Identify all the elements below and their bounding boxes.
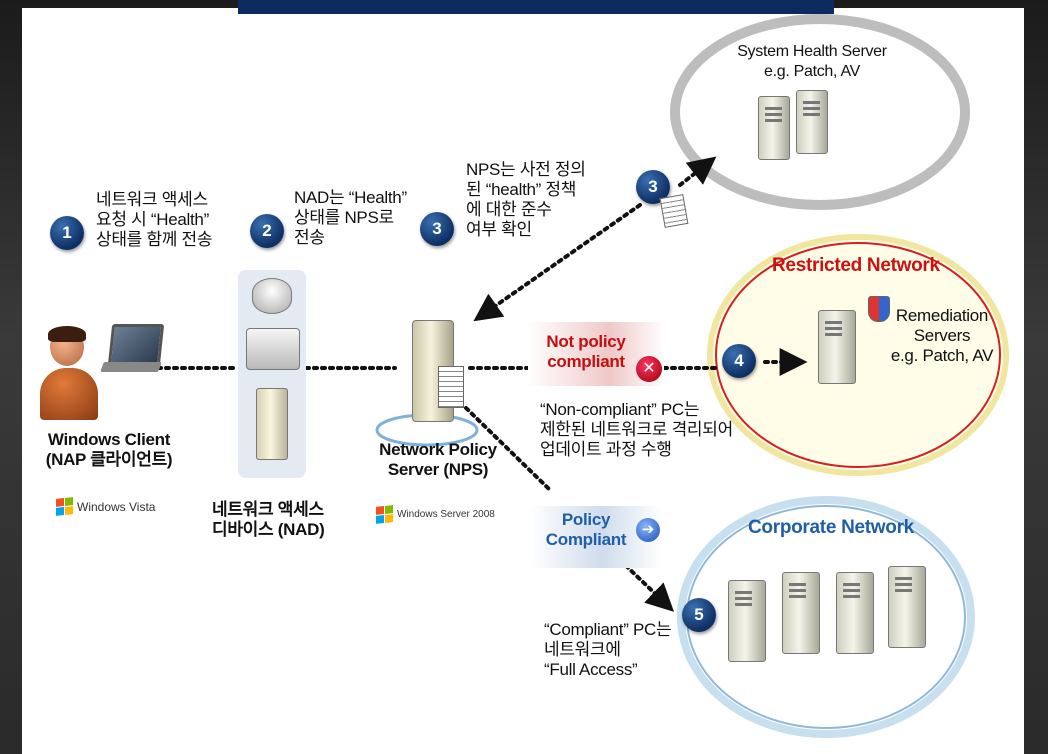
not-compliant-note: “Non-compliant” PC는 제한된 네트워크로 격리되어 업데이트 …: [540, 400, 733, 459]
windows-server-logo: Windows Server 2008: [376, 505, 495, 524]
windows-vista-logo-text: Windows Vista: [77, 499, 156, 514]
step-1-badge: 1: [50, 216, 84, 250]
step-2-text: NAD는 “Health” 상태를 NPS로 전송: [294, 188, 407, 247]
step-1-text: 네트워크 액세스 요청 시 “Health” 상태를 함께 전송: [96, 190, 213, 249]
compliant-note: “Compliant” PC는 네트워크에 “Full Access”: [544, 620, 672, 679]
step-2-badge: 2: [250, 214, 284, 248]
shield-icon: [868, 296, 890, 322]
corporate-server-icon-1: [728, 580, 766, 662]
remediation-label: Remediation Servers e.g. Patch, AV: [890, 306, 994, 365]
policy-document-icon: [659, 194, 689, 228]
step-3-text: NPS는 사전 정의 된 “health” 정책 에 대한 준수 여부 확인: [466, 160, 586, 239]
health-server-label: System Health Server e.g. Patch, AV: [737, 43, 887, 80]
nad-device-icon: [238, 270, 306, 478]
client-label: Windows Client (NAP 클라이언트): [45, 430, 173, 469]
corporate-network-title: Corporate Network: [748, 517, 914, 538]
corporate-server-icon-2: [782, 572, 820, 654]
reject-x-icon: ✕: [636, 356, 662, 382]
restricted-network-title: Restricted Network: [772, 255, 940, 276]
windows-server-logo-text: Windows Server 2008: [397, 509, 495, 520]
step-5-badge: 5: [682, 598, 716, 632]
corporate-server-icon-3: [836, 572, 874, 654]
corporate-server-icon-4: [888, 566, 926, 648]
arrow-right-icon: ➔: [636, 518, 660, 542]
not-compliant-label: Not policy compliant: [546, 332, 626, 371]
nps-server-icon: [402, 320, 466, 424]
nad-label: 네트워크 액세스 디바이스 (NAD): [212, 500, 325, 539]
step-4-badge: 4: [722, 344, 756, 378]
health-server-icon-1: [758, 96, 790, 160]
nps-label: Network Policy Server (NPS): [379, 440, 497, 479]
user-laptop-icon: [40, 320, 165, 420]
remediation-server-icon: [818, 310, 856, 384]
step-3-badge: 3: [420, 212, 454, 246]
windows-vista-logo: Windows Vista: [56, 497, 156, 516]
health-server-icon-2: [796, 90, 828, 154]
compliant-label: Policy Compliant: [545, 510, 627, 549]
title-bar: [238, 0, 834, 14]
